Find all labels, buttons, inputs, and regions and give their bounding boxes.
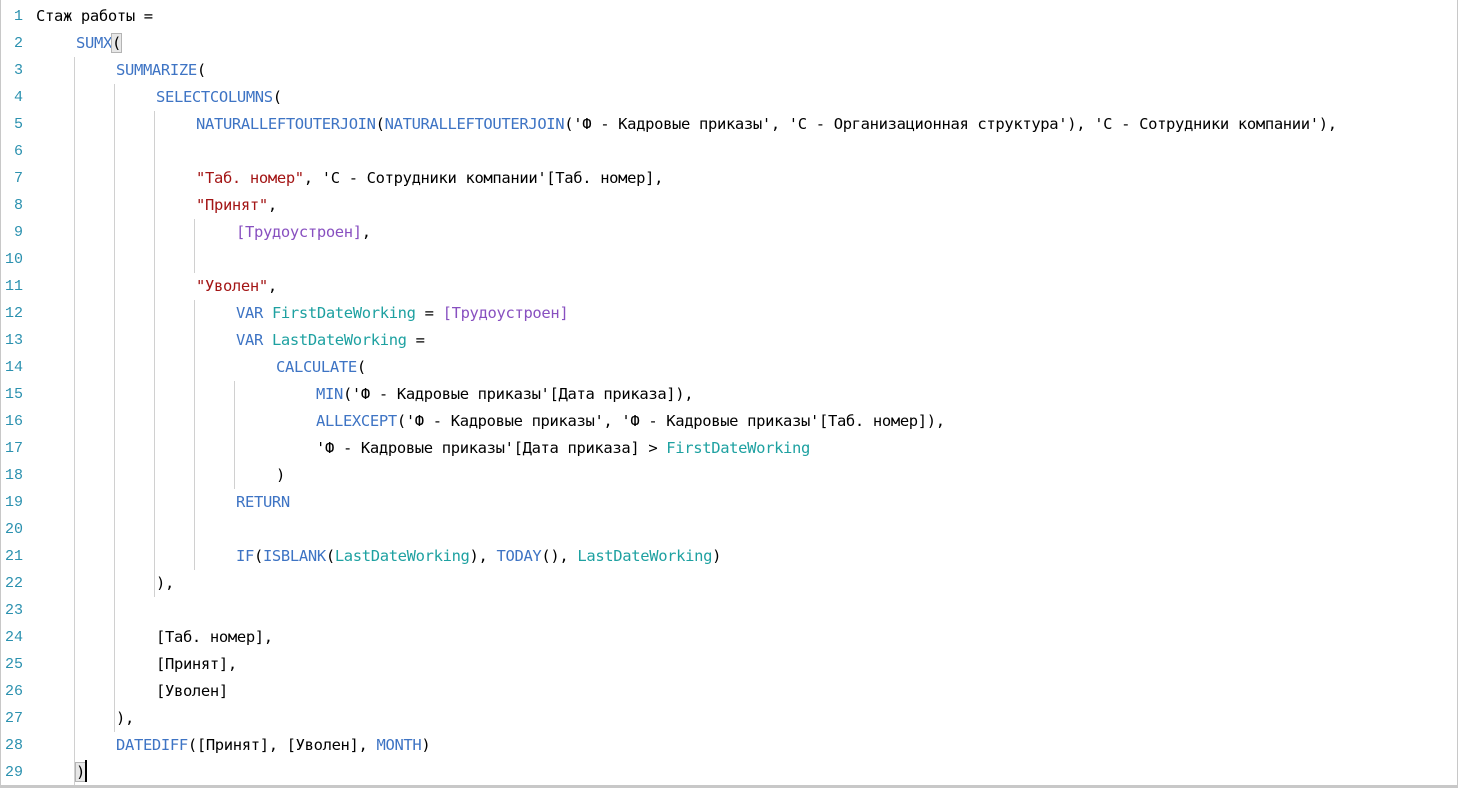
indent-guide: [194, 219, 195, 273]
line-number: 7: [13, 170, 23, 187]
code-line[interactable]: SUMMARIZE(: [116, 61, 206, 79]
code-line[interactable]: CALCULATE(: [276, 358, 366, 376]
indent-guide: [74, 57, 75, 786]
code-line[interactable]: ALLEXCEPT('Ф - Кадровые приказы', 'Ф - К…: [316, 412, 945, 430]
matched-bracket: (: [110, 33, 122, 53]
matched-bracket: ): [75, 762, 86, 782]
code-line[interactable]: 'Ф - Кадровые приказы'[Дата приказа] > F…: [316, 439, 811, 457]
line-number: 12: [4, 305, 23, 322]
code-line[interactable]: Стаж работы =: [36, 7, 153, 25]
code-line[interactable]: VAR LastDateWorking =: [236, 331, 425, 349]
line-number: 1: [13, 8, 23, 25]
code-line[interactable]: DATEDIFF([Принят], [Уволен], MONTH): [116, 736, 431, 754]
line-number: 3: [13, 62, 23, 79]
code-line[interactable]: ): [276, 466, 285, 484]
code-line[interactable]: NATURALLEFTOUTERJOIN(NATURALLEFTOUTERJOI…: [196, 115, 1337, 133]
line-number: 17: [4, 440, 23, 457]
code-line[interactable]: SELECTCOLUMNS(: [156, 88, 282, 106]
line-number: 4: [13, 89, 23, 106]
line-number: 13: [4, 332, 23, 349]
code-line[interactable]: VAR FirstDateWorking = [Трудоустроен]: [236, 304, 569, 322]
line-number: 8: [13, 197, 23, 214]
indent-guide: [194, 300, 195, 570]
line-number: 21: [4, 548, 23, 565]
code-line[interactable]: ),: [116, 709, 134, 727]
line-number: 24: [4, 629, 23, 646]
line-number: 23: [4, 602, 23, 619]
code-line[interactable]: [Принят],: [156, 655, 237, 673]
code-line[interactable]: MIN('Ф - Кадровые приказы'[Дата приказа]…: [316, 385, 694, 403]
indent-guide: [114, 84, 115, 732]
line-number: 5: [13, 116, 23, 133]
code-line[interactable]: [Уволен]: [156, 682, 228, 700]
code-line[interactable]: IF(ISBLANK(LastDateWorking), TODAY(), La…: [236, 547, 722, 565]
code-line[interactable]: RETURN: [236, 493, 290, 511]
line-number: 26: [4, 683, 23, 700]
line-number: 18: [4, 467, 23, 484]
code-line[interactable]: [Трудоустроен],: [236, 223, 371, 241]
indent-guide: [154, 111, 155, 597]
editor-bottom-border: [1, 785, 1457, 787]
code-line[interactable]: "Таб. номер", 'С - Сотрудники компании'[…: [196, 169, 664, 187]
code-line[interactable]: SUMX(: [76, 33, 122, 53]
line-number: 16: [4, 413, 23, 430]
line-number: 11: [4, 278, 23, 295]
text-cursor: [85, 760, 87, 782]
code-line[interactable]: "Принят",: [196, 196, 277, 214]
line-number: 15: [4, 386, 23, 403]
line-number: 9: [13, 224, 23, 241]
line-number: 22: [4, 575, 23, 592]
code-line[interactable]: ),: [156, 574, 174, 592]
line-number: 6: [13, 143, 23, 160]
line-number: 19: [4, 494, 23, 511]
line-number: 28: [4, 737, 23, 754]
line-number: 10: [4, 251, 23, 268]
line-number: 2: [13, 35, 23, 52]
line-number: 29: [4, 764, 23, 781]
line-number: 27: [4, 710, 23, 727]
code-line[interactable]: [Таб. номер],: [156, 628, 273, 646]
code-line[interactable]: ): [75, 759, 86, 786]
code-line[interactable]: "Уволен",: [196, 277, 277, 295]
line-number: 25: [4, 656, 23, 673]
line-number: 14: [4, 359, 23, 376]
line-number: 20: [4, 521, 23, 538]
indent-guide: [234, 381, 235, 489]
